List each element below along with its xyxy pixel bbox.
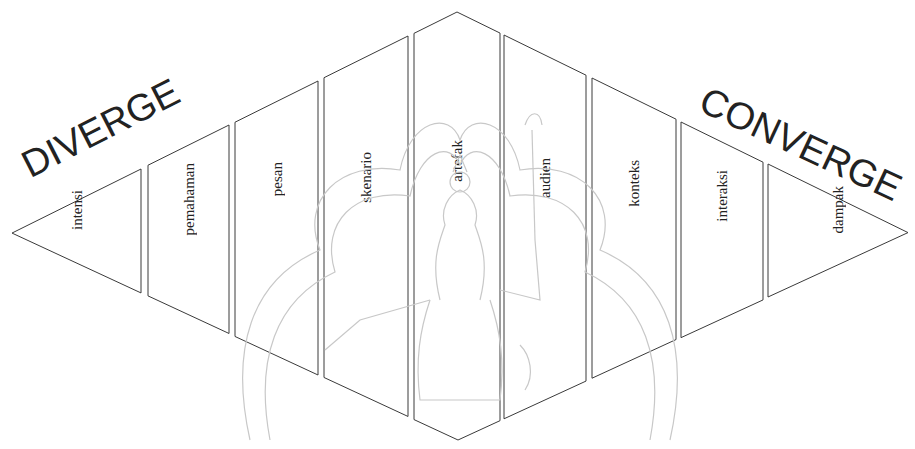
diagram-band: skenario bbox=[324, 36, 408, 416]
band-label: interaksi bbox=[713, 170, 731, 222]
band-outline bbox=[592, 78, 676, 378]
band-outline bbox=[681, 122, 763, 338]
band-label: pemahaman bbox=[180, 163, 198, 235]
band-shape bbox=[324, 36, 408, 416]
band-label: pesan bbox=[268, 162, 286, 196]
diagram-band: interaksi bbox=[681, 122, 763, 338]
band-shape bbox=[681, 122, 763, 338]
diagram-band: pesan bbox=[235, 81, 318, 375]
band-label: dampak bbox=[829, 186, 847, 233]
band-outline bbox=[504, 35, 586, 419]
diagram-band: konteks bbox=[592, 78, 676, 378]
band-shape bbox=[148, 125, 229, 333]
diagram-band: audien bbox=[504, 35, 586, 419]
band-label: konteks bbox=[625, 160, 643, 207]
diagram-band: intensi bbox=[12, 169, 141, 293]
band-shape bbox=[414, 12, 500, 440]
band-outline bbox=[414, 12, 500, 440]
band-shape bbox=[12, 169, 141, 293]
band-label: audien bbox=[536, 158, 554, 198]
band-outline bbox=[324, 36, 408, 416]
band-label: artefak bbox=[448, 140, 466, 182]
diagram-band: artefak bbox=[414, 12, 500, 440]
diagram-band: pemahaman bbox=[148, 125, 229, 333]
band-shape bbox=[592, 78, 676, 378]
band-label: intensi bbox=[68, 190, 86, 230]
band-outline bbox=[235, 81, 318, 375]
band-label: skenario bbox=[357, 152, 375, 203]
band-shape bbox=[235, 81, 318, 375]
band-shape bbox=[504, 35, 586, 419]
band-outline bbox=[12, 169, 141, 293]
